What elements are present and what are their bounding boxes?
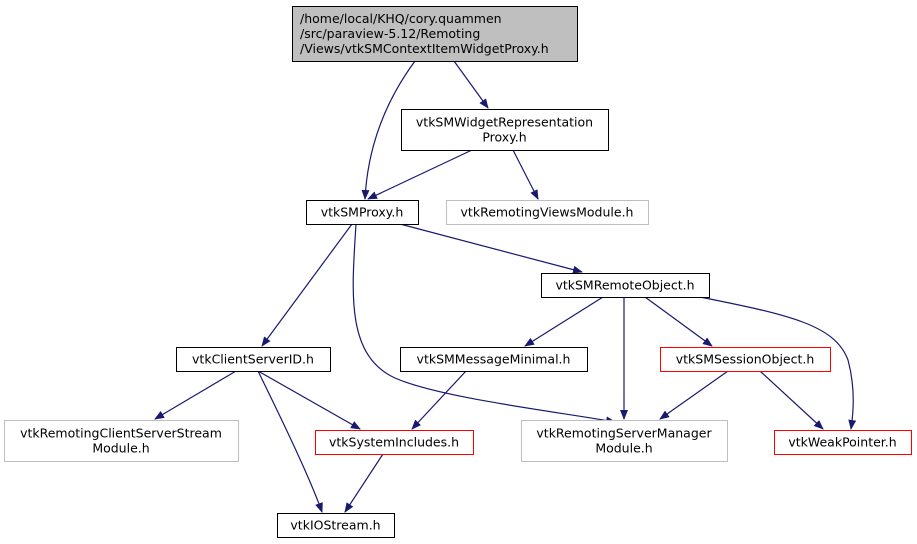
node-box xyxy=(660,347,831,372)
node-box xyxy=(315,430,474,455)
node-box xyxy=(176,347,331,372)
node-box xyxy=(292,6,578,62)
edge-clientid-to-sysinc xyxy=(257,370,361,430)
node-session[interactable]: vtkSMSessionObject.h xyxy=(660,347,831,372)
edge-remote-to-message xyxy=(524,296,604,347)
edge-remote-to-session xyxy=(644,296,713,347)
node-label: vtkSystemIncludes.h xyxy=(329,435,459,450)
edge-root-to-widget xyxy=(453,60,489,109)
node-label: vtkClientServerID.h xyxy=(192,352,314,367)
node-box xyxy=(774,430,912,455)
node-sysinc[interactable]: vtkSystemIncludes.h xyxy=(315,430,474,455)
node-label: Module.h xyxy=(92,441,149,456)
edge-root-to-proxy xyxy=(361,60,416,200)
edge-clientid-to-stream xyxy=(154,370,237,420)
node-weak[interactable]: vtkWeakPointer.h xyxy=(774,430,912,455)
node-box xyxy=(446,200,649,225)
edge-message-to-sysinc xyxy=(411,370,467,430)
edge-proxy-to-remote xyxy=(399,223,583,274)
node-box xyxy=(277,513,395,538)
node-iostream[interactable]: vtkIOStream.h xyxy=(277,513,395,538)
edge-widget-to-views xyxy=(512,149,539,200)
node-box xyxy=(4,420,239,462)
edge-remote-to-weak xyxy=(699,296,857,430)
node-remote[interactable]: vtkSMRemoteObject.h xyxy=(541,273,710,298)
node-label: vtkRemotingClientServerStream xyxy=(20,426,222,441)
edge-proxy-to-clientid xyxy=(261,223,353,347)
node-label: Proxy.h xyxy=(482,130,526,145)
node-box xyxy=(306,200,419,225)
edge-session-to-servermgr xyxy=(659,370,729,420)
node-label: vtkRemotingServerManager xyxy=(536,426,712,441)
edge-clientid-to-iostream xyxy=(257,370,323,513)
edge-sysinc-to-iostream xyxy=(344,453,384,513)
edge-widget-to-proxy xyxy=(367,149,473,200)
node-label: vtkRemotingViewsModule.h xyxy=(461,205,634,220)
node-label: vtkSMSessionObject.h xyxy=(676,352,815,367)
node-label: vtkSMWidgetRepresentation xyxy=(416,115,593,130)
node-views[interactable]: vtkRemotingViewsModule.h xyxy=(446,200,649,225)
node-label: vtkWeakPointer.h xyxy=(788,435,896,450)
node-label: vtkSMRemoteObject.h xyxy=(555,278,694,293)
node-box xyxy=(541,273,710,298)
node-label: vtkSMProxy.h xyxy=(321,205,404,220)
node-label: /src/paraview-5.12/Remoting xyxy=(300,26,480,41)
node-message[interactable]: vtkSMMessageMinimal.h xyxy=(400,347,588,372)
node-box xyxy=(400,347,588,372)
node-label: vtkSMMessageMinimal.h xyxy=(417,352,571,367)
node-root[interactable]: /home/local/KHQ/cory.quammen/src/paravie… xyxy=(292,6,578,62)
edge-proxy-to-servermgr xyxy=(352,223,616,425)
edge-session-to-weak xyxy=(759,370,824,430)
node-box xyxy=(521,420,728,462)
node-clientid[interactable]: vtkClientServerID.h xyxy=(176,347,331,372)
node-label: /home/local/KHQ/cory.quammen xyxy=(300,11,502,26)
node-label: Module.h xyxy=(595,441,652,456)
node-label: /Views/vtkSMContextItemWidgetProxy.h xyxy=(300,41,549,56)
node-label: vtkIOStream.h xyxy=(290,518,380,533)
node-proxy[interactable]: vtkSMProxy.h xyxy=(306,200,419,225)
node-box xyxy=(401,109,609,151)
